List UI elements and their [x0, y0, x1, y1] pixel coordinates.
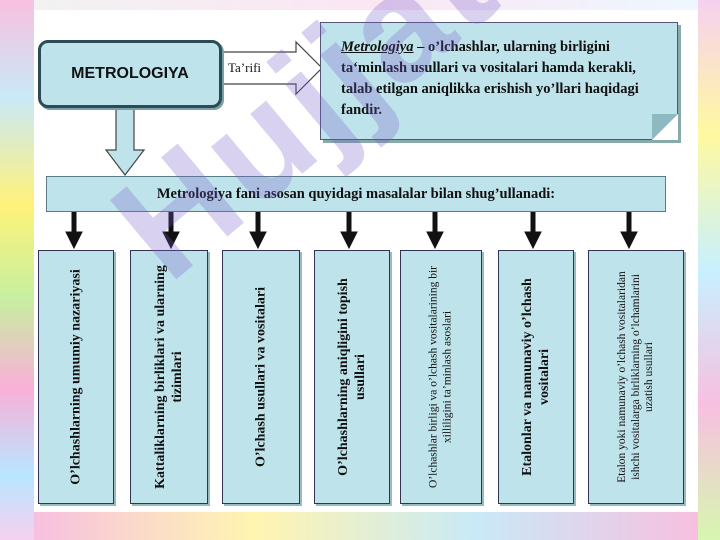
definition-term: Metrologiya: [341, 39, 414, 55]
topic-text-6: Etalonlar va namunaviy o’lchash vositala…: [520, 278, 552, 476]
tasks-banner-text: Metrologiya fani asosan quyidagi masalal…: [156, 185, 556, 202]
definition-text: Metrologiya – o’lchashlar, ularning birl…: [341, 37, 659, 121]
background-top-strip: [34, 0, 698, 10]
topic-box-6: Etalonlar va namunaviy o’lchash vositala…: [498, 250, 574, 504]
topic-arrow-7: [620, 209, 638, 250]
topic-text-2: Kattaliklarning birliklari va ularning t…: [153, 265, 185, 489]
topic-arrow-3: [249, 209, 267, 250]
topic-arrow-5: [426, 209, 444, 250]
background-right-strip: [698, 0, 720, 540]
definition-box: Metrologiya – o’lchashlar, ularning birl…: [320, 22, 678, 140]
definition-body: – o’lchashlar, ularning birligini ta‘min…: [341, 39, 639, 118]
topic-text-5: O’lchashlar birligi va o’lchash vositala…: [427, 266, 454, 488]
metrologiya-title-box: METROLOGIYA: [38, 40, 222, 108]
topic-box-7: Etalon yoki namunaviy o’lchash vositalar…: [588, 250, 684, 504]
topic-arrow-4: [340, 209, 358, 250]
topic-text-4: O’lchashlarning aniqligini topish usulla…: [336, 278, 368, 476]
topic-box-1: O’lchashlarning umumiy nazariyasi: [38, 250, 114, 504]
topic-arrow-2: [162, 209, 180, 250]
topic-box-5: O’lchashlar birligi va o’lchash vositala…: [400, 250, 482, 504]
topic-text-1: O’lchashlarning umumiy nazariyasi: [68, 269, 84, 485]
topic-arrows: [65, 209, 638, 250]
background-left-strip: [0, 0, 34, 540]
topic-arrow-1: [65, 209, 83, 250]
definition-label: Ta’rifi: [228, 60, 262, 75]
topic-box-4: O’lchashlarning aniqligini topish usulla…: [314, 250, 390, 504]
topic-box-3: O’lchash usullari va vositalari: [222, 250, 300, 504]
definition-arrow: [217, 40, 323, 96]
topic-arrow-6: [524, 209, 542, 250]
topic-text-7: Etalon yoki namunaviy o’lchash vositalar…: [615, 271, 655, 483]
down-block-arrow: [104, 103, 146, 176]
topic-text-3: O’lchash usullari va vositalari: [253, 286, 269, 468]
page-fold-corner: [652, 114, 678, 140]
topic-box-2: Kattaliklarning birliklari va ularning t…: [130, 250, 208, 504]
background-bottom-strip: [34, 512, 698, 540]
metrologiya-title: METROLOGIYA: [71, 65, 189, 82]
tasks-banner: Metrologiya fani asosan quyidagi masalal…: [46, 176, 666, 212]
